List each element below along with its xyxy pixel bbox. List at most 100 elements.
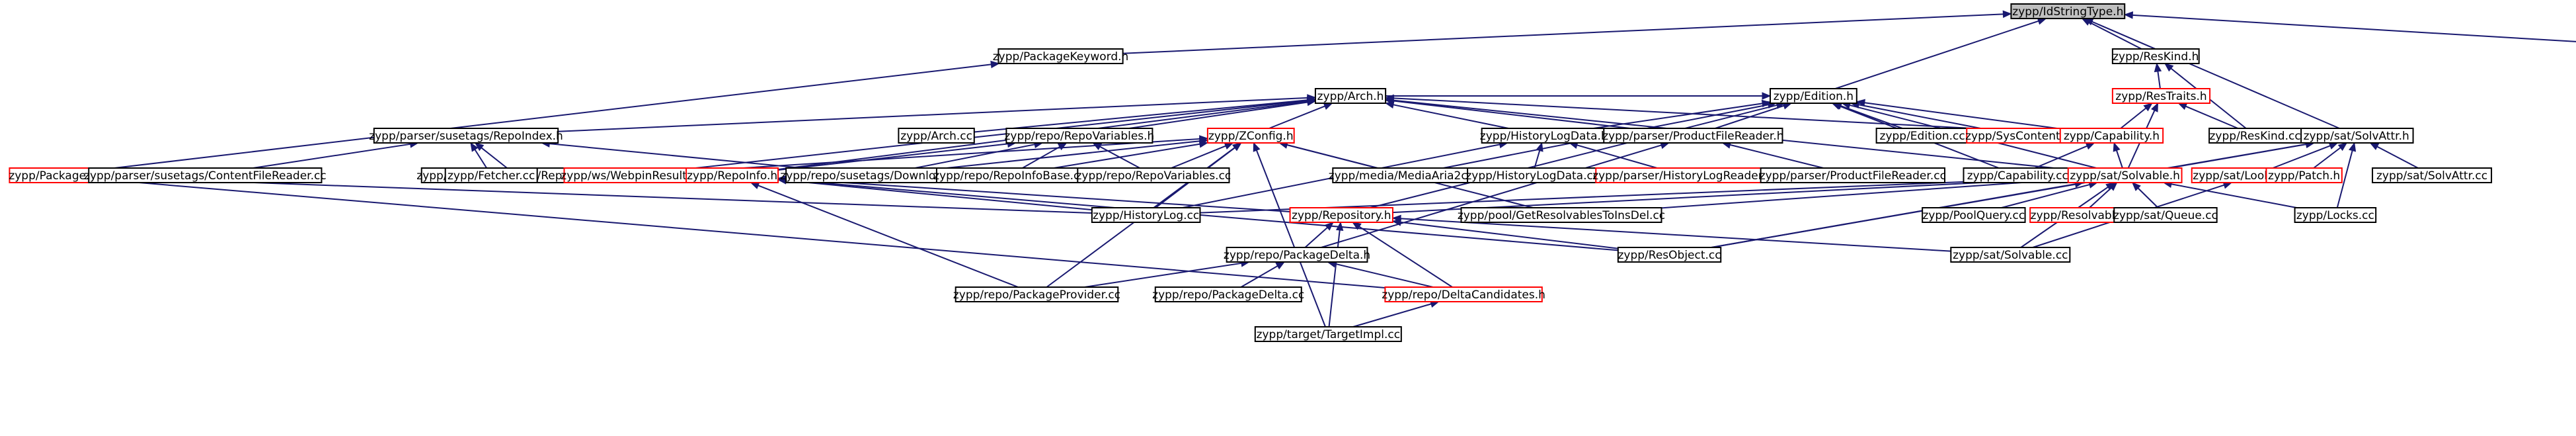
node-label: zypp/repo/PackageDelta.cc	[1152, 288, 1304, 302]
node-solvattr[interactable]: zypp/sat/SolvAttr.h	[2298, 128, 2414, 144]
edge-solvable-queuecc	[2131, 182, 2159, 208]
node-repoinfobase[interactable]: zypp/repo/RepoInfoBase.cc	[933, 167, 1086, 183]
node-label: zypp/ResKind.h	[2113, 50, 2199, 64]
edge-solvattr-solvattrcc	[2369, 142, 2419, 169]
node-fetcher[interactable]: zypp/Fetcher.cc	[444, 167, 538, 183]
node-patch[interactable]: zypp/Patch.h	[2265, 167, 2343, 183]
node-box	[1091, 207, 1201, 223]
node-box	[2208, 128, 2302, 144]
node-box	[1384, 286, 1543, 302]
node-repovarscc[interactable]: zypp/repo/RepoVariables.cc	[1076, 167, 1231, 183]
edge-line	[1256, 150, 1326, 327]
node-reskindh[interactable]: zypp/ResKind.h	[2111, 48, 2200, 64]
node-queuecc[interactable]: zypp/sat/Queue.cc	[2113, 207, 2218, 223]
node-archcc[interactable]: zypp/Arch.cc	[898, 128, 975, 144]
node-deltacandidates[interactable]: zypp/repo/DeltaCandidates.h	[1382, 286, 1545, 302]
node-label: zypp/Package.h	[9, 169, 97, 183]
node-repoindex[interactable]: zypp/parser/susetags/RepoIndex.h	[369, 128, 563, 144]
edge-line	[2157, 71, 2161, 89]
node-resolvable[interactable]: zypp/Resolvable.h	[2029, 207, 2134, 223]
edge-arrowhead	[2328, 142, 2339, 150]
edge-line	[1352, 303, 1432, 327]
edge-capability-capabilitycc	[2034, 142, 2095, 169]
node-solvable[interactable]: zypp/sat/Solvable.h	[2067, 167, 2183, 183]
node-lockscc[interactable]: zypp/Locks.cc	[2294, 207, 2377, 223]
node-box	[1226, 247, 1368, 263]
node-syscontent[interactable]: zypp/SysContent.h	[1965, 128, 2071, 144]
node-box	[1460, 207, 1662, 223]
edge-line	[96, 64, 992, 171]
node-historylogreader[interactable]: zypp/parser/HistoryLogReader.h	[1592, 167, 1772, 183]
node-productfilereadercc[interactable]: zypp/parser/ProductFileReader.cc	[1760, 167, 1946, 183]
node-packagedeltacc[interactable]: zypp/repo/PackageDelta.cc	[1152, 286, 1304, 302]
node-historylogcc[interactable]: zypp/HistoryLog.cc	[1091, 207, 1201, 223]
node-poolquery[interactable]: zypp/PoolQuery.cc	[1922, 207, 2026, 223]
node-label: zypp/ws/WebpinResult.h	[561, 169, 697, 183]
node-resobject[interactable]: zypp/ResObject.cc	[1617, 247, 1722, 263]
node-capabilitycc[interactable]: zypp/Capability.cc	[1963, 167, 2073, 183]
node-zconfig[interactable]: zypp/ZConfig.h	[1206, 128, 1295, 144]
node-getresolvables[interactable]: zypp/pool/GetResolvablesToInsDel.cc	[1458, 207, 1665, 223]
edge-arrowhead	[1224, 142, 1234, 150]
node-edition[interactable]: zypp/Edition.h	[1770, 88, 1857, 104]
edge-line	[785, 179, 1092, 211]
edge-line	[974, 99, 1308, 133]
edge-line	[1835, 20, 2039, 89]
edge-arrowhead	[2002, 10, 2012, 19]
node-historylogdata[interactable]: zypp/HistoryLogData.h	[1480, 128, 1608, 144]
node-packageprovider[interactable]: zypp/repo/PackageProvider.cc	[953, 286, 1120, 302]
node-box	[1760, 167, 1946, 183]
node-package[interactable]: zypp/Package.h	[9, 167, 97, 183]
node-box	[1077, 167, 1230, 183]
edge-restraits-reskindcc	[2177, 103, 2238, 129]
node-box	[444, 167, 538, 183]
node-root[interactable]: zypp/IdStringType.h	[2010, 3, 2126, 19]
edge-line	[1858, 104, 1981, 129]
edge-arrowhead	[2154, 62, 2162, 73]
node-targetimpl[interactable]: zypp/target/TargetImpl.cc	[1254, 326, 1402, 342]
node-label: zypp/parser/susetags/RepoIndex.h	[369, 130, 563, 143]
node-historylogdatacc[interactable]: zypp/HistoryLogData.cc	[1465, 167, 1599, 183]
edge-line	[1534, 150, 1541, 169]
node-capability[interactable]: zypp/Capability.h	[2059, 128, 2164, 144]
node-box	[2265, 167, 2343, 183]
node-solvattrcc[interactable]: zypp/sat/SolvAttr.cc	[2372, 167, 2493, 183]
edge-arrowhead	[1352, 222, 1362, 230]
node-editioncc[interactable]: zypp/Edition.cc	[1875, 128, 1969, 144]
edge-arrowhead	[2348, 142, 2357, 152]
node-downloader[interactable]: zypp/repo/susetags/Downloader.cc	[780, 167, 976, 183]
edge-arrowhead	[1323, 103, 1333, 110]
edge-root-edition	[1835, 17, 2047, 89]
node-label: zypp/repo/RepoVariables.h	[1004, 130, 1154, 143]
node-label: zypp/Arch.h	[1317, 90, 1384, 103]
edge-solvable-lockscc	[2162, 180, 2297, 208]
edge-line	[778, 143, 1008, 171]
node-mediaaria[interactable]: zypp/media/MediaAria2c.cc	[1329, 167, 1483, 183]
edge-line	[1240, 265, 1278, 288]
node-webpin[interactable]: zypp/ws/WebpinResult.h	[561, 167, 697, 183]
node-label: zypp/repo/susetags/Downloader.cc	[780, 169, 976, 183]
edge-repoinfo-packageprovider	[750, 182, 1019, 288]
node-contentfilereader[interactable]: zypp/parser/susetags/ContentFileReader.c…	[84, 167, 327, 183]
edge-arch-productfilereader	[1384, 97, 1631, 129]
node-repository[interactable]: zypp/Repository.h	[1289, 207, 1393, 223]
edge-root-solvattr	[2084, 18, 2340, 129]
node-repoinfo[interactable]: zypp/RepoInfo.h	[685, 167, 779, 183]
edge-line	[2336, 150, 2353, 208]
node-arch[interactable]: zypp/Arch.h	[1314, 88, 1387, 104]
edge-solvattr-lockscc	[2336, 142, 2357, 208]
node-repovars[interactable]: zypp/repo/RepoVariables.h	[1004, 128, 1154, 144]
node-packagedelta[interactable]: zypp/repo/PackageDelta.h	[1224, 247, 1370, 263]
node-box	[1922, 207, 2026, 223]
node-pkgkw[interactable]: zypp/PackageKeyword.h	[993, 48, 1129, 64]
node-restraits[interactable]: zypp/ResTraits.h	[2111, 88, 2211, 104]
edge-arrowhead	[2164, 63, 2174, 72]
node-label: zypp/sat/Queue.cc	[2113, 209, 2218, 222]
node-reskindcc[interactable]: zypp/ResKind.cc	[2208, 128, 2302, 144]
node-solvablecc[interactable]: zypp/sat/Solvable.cc	[1950, 247, 2071, 263]
edge-capability-solvable	[2113, 142, 2123, 169]
node-label: zypp/HistoryLog.cc	[1093, 209, 1199, 222]
node-label: zypp/ResKind.cc	[2210, 130, 2301, 143]
node-box	[2067, 167, 2183, 183]
node-productfilereader[interactable]: zypp/parser/ProductFileReader.h	[1602, 128, 1784, 144]
